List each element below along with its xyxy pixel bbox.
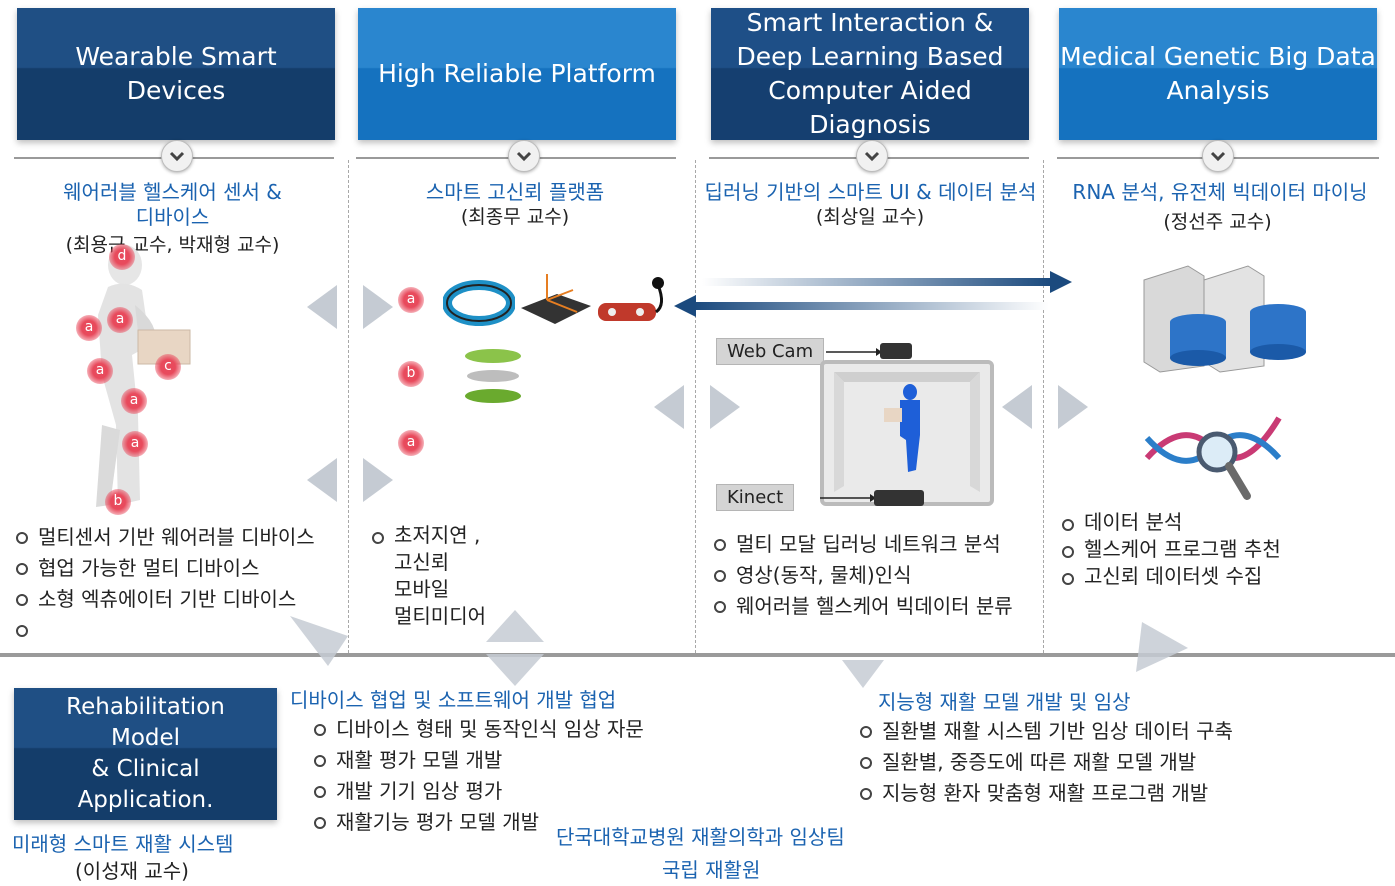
col3-professors: (최상일 교수) bbox=[815, 206, 925, 228]
col4-professors: (정선주 교수) bbox=[1163, 211, 1272, 233]
list-item: 재활기능 평가 모델 개발 bbox=[312, 807, 644, 838]
chevron-down-icon[interactable] bbox=[1202, 140, 1234, 172]
list-item: 헬스케어 프로그램 추천 bbox=[1060, 536, 1281, 563]
left-right-arrows-icon bbox=[307, 458, 393, 502]
left-right-arrows-icon bbox=[1002, 385, 1088, 429]
insole-icon bbox=[465, 349, 521, 403]
sensor-badge: a bbox=[398, 430, 424, 456]
column-separator bbox=[1043, 160, 1044, 653]
chevron-down-icon[interactable] bbox=[161, 140, 193, 172]
left-right-arrows-icon bbox=[307, 285, 393, 329]
sensor-badge: a bbox=[76, 315, 102, 341]
header-smart-interaction: Smart Interaction & Deep Learning Based … bbox=[711, 8, 1029, 140]
rehab-model-box: Rehabilitation Model & Clinical Applicat… bbox=[14, 688, 277, 820]
dna-magnifier-icon bbox=[1144, 416, 1282, 500]
list-item: 초저지연 , 고신뢰 모바일 멀티미디어 bbox=[370, 522, 486, 630]
down-arrow-icon bbox=[290, 616, 348, 666]
sensor-badge: a bbox=[121, 388, 147, 414]
webcam-label: Web Cam bbox=[716, 338, 825, 365]
sensor-badge: b bbox=[105, 489, 131, 515]
hospital-team: 단국대학교병원 재활의학과 임상팀 bbox=[556, 825, 845, 849]
sensor-module-icon bbox=[598, 277, 664, 321]
rehab-title: 미래형 스마트 재활 시스템 bbox=[12, 832, 234, 856]
left-right-arrows-icon bbox=[654, 385, 740, 429]
column-separator bbox=[348, 160, 349, 653]
list-item: 개발 기기 임상 평가 bbox=[312, 776, 644, 807]
up-down-arrow-icon bbox=[486, 610, 544, 686]
list-item: 디바이스 형태 및 동작인식 임상 자문 bbox=[312, 714, 644, 745]
sensor-badge: c bbox=[155, 354, 181, 380]
list-item: 질환별 재활 시스템 기반 임상 데이터 구축 bbox=[858, 716, 1233, 747]
list-item: 영상(동작, 물체)인식 bbox=[712, 560, 1013, 591]
sensor-board-icon bbox=[521, 274, 591, 324]
sensor-badge: b bbox=[398, 361, 424, 387]
right-bullets: 질환별 재활 시스템 기반 임상 데이터 구축 질환별, 중증도에 따른 재활 … bbox=[858, 716, 1233, 809]
col1-title: 웨어러블 헬스케어 센서 & 디바이스 bbox=[63, 180, 282, 229]
down-arrow-icon bbox=[842, 660, 884, 688]
list-item: 고신뢰 데이터셋 수집 bbox=[1060, 563, 1281, 590]
list-item: 멀티 모달 딥러닝 네트워크 분석 bbox=[712, 529, 1013, 560]
list-item: 재활 평가 모델 개발 bbox=[312, 745, 644, 776]
column-separator bbox=[695, 160, 696, 653]
list-item: 지능형 환자 맞춤형 재활 프로그램 개발 bbox=[858, 778, 1233, 809]
list-item: 질환별, 중증도에 따른 재활 모델 개발 bbox=[858, 747, 1233, 778]
wristband-icon bbox=[443, 280, 515, 326]
mid-title: 디바이스 협업 및 소프트웨어 개발 협업 bbox=[290, 688, 617, 712]
data-flow-arrows bbox=[674, 271, 1072, 317]
monitor-icon bbox=[820, 343, 994, 506]
col3-bullets: 멀티 모달 딥러닝 네트워크 분석 영상(동작, 물체)인식 웨어러블 헬스케어… bbox=[712, 529, 1013, 622]
list-item: 멀티센서 기반 웨어러블 디바이스 bbox=[14, 522, 315, 553]
sensor-badge: a bbox=[107, 307, 133, 333]
col2-bullets: 초저지연 , 고신뢰 모바일 멀티미디어 bbox=[370, 522, 486, 630]
list-item: 데이터 분석 bbox=[1060, 509, 1281, 536]
chevron-down-icon[interactable] bbox=[508, 140, 540, 172]
header-medical-genetic: Medical Genetic Big Data Analysis bbox=[1059, 8, 1377, 140]
kinect-label: Kinect bbox=[716, 484, 795, 511]
sensor-badge: a bbox=[398, 287, 424, 313]
sensor-badge: d bbox=[109, 244, 135, 270]
list-item bbox=[14, 615, 315, 646]
col1-bullets: 멀티센서 기반 웨어러블 디바이스 협업 가능한 멀티 디바이스 소형 엑츄에이… bbox=[14, 522, 315, 646]
right-title: 지능형 재활 모델 개발 및 임상 bbox=[878, 690, 1131, 714]
col4-bullets: 데이터 분석 헬스케어 프로그램 추천 고신뢰 데이터셋 수집 bbox=[1060, 509, 1281, 590]
col2-professors: (최종무 교수) bbox=[460, 206, 570, 228]
sensor-badge: a bbox=[87, 358, 113, 384]
section-divider bbox=[0, 653, 1395, 657]
col2-title: 스마트 고신뢰 플랫폼 bbox=[425, 180, 605, 204]
down-arrow-icon bbox=[1136, 622, 1188, 672]
chevron-down-icon[interactable] bbox=[856, 140, 888, 172]
header-high-reliable-platform: High Reliable Platform bbox=[358, 8, 676, 140]
rehab-professor: (이성재 교수) bbox=[75, 859, 189, 883]
header-wearable-smart-devices: Wearable Smart Devices bbox=[17, 8, 335, 140]
mid-bullets: 디바이스 형태 및 동작인식 임상 자문 재활 평가 모델 개발 개발 기기 임… bbox=[312, 714, 644, 838]
list-item: 웨어러블 헬스케어 빅데이터 분류 bbox=[712, 591, 1013, 622]
sensor-badge: a bbox=[122, 431, 148, 457]
col4-title: RNA 분석, 유전체 빅데이터 마이닝 bbox=[1072, 180, 1368, 204]
national-rehab-center: 국립 재활원 bbox=[662, 858, 761, 882]
server-database-icon bbox=[1143, 265, 1306, 373]
list-item: 소형 엑츄에이터 기반 디바이스 bbox=[14, 584, 315, 615]
col3-title: 딥러닝 기반의 스마트 UI & 데이터 분석 bbox=[704, 180, 1037, 204]
list-item: 협업 가능한 멀티 디바이스 bbox=[14, 553, 315, 584]
